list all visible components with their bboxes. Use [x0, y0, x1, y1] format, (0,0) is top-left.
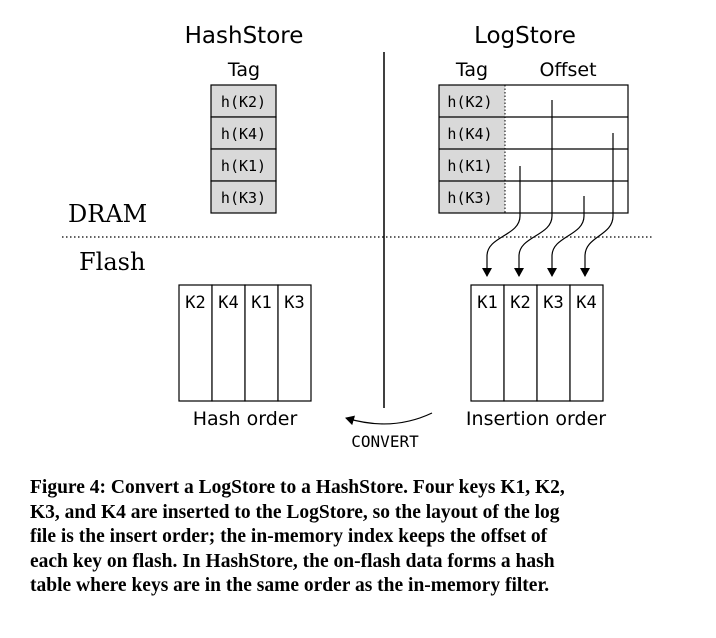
flash-label: Flash [79, 248, 145, 276]
logstore-tag-text: h(K4) [447, 125, 492, 143]
dram-label: DRAM [68, 200, 147, 228]
hashstore-flash-key: K1 [251, 293, 271, 313]
hashstore-tag-cell [210, 148, 277, 182]
caption-line: table where keys are in the same order a… [30, 575, 550, 597]
logstore-flash-key: K4 [576, 293, 596, 313]
hashstore-flash-key: K2 [185, 293, 205, 313]
offset-pointer-k3 [547, 196, 585, 277]
logstore-flash-cell [536, 284, 571, 402]
figure-caption: Figure 4: Convert a LogStore to a HashSt… [30, 476, 690, 599]
hashstore-flash-cell [277, 284, 312, 402]
logstore-tag-cell [439, 181, 505, 213]
convert-arrow [345, 412, 433, 426]
hashstore-tag-text: h(K3) [221, 189, 266, 207]
hashstore-tag-text: h(K1) [221, 157, 266, 175]
hashstore-tag-header: Tag [227, 59, 260, 81]
hash-order-label: Hash order [193, 408, 298, 430]
hashstore-flash-file: K2 K4 K1 K3 [178, 284, 312, 402]
offset-pointer-k1 [482, 166, 521, 277]
logstore-flash-cell [470, 284, 505, 402]
logstore-flash-key: K2 [510, 293, 530, 313]
caption-line: K3, and K4 are inserted to the LogStore,… [30, 501, 560, 523]
hashstore-tag-text: h(K2) [221, 93, 266, 111]
logstore-flash-file: K1 K2 K3 K4 [470, 284, 604, 402]
logstore-flash-key: K3 [543, 293, 563, 313]
logstore-index-table: h(K2) h(K4) h(K1) h(K3) [438, 84, 629, 214]
hashstore-flash-key: K3 [284, 293, 304, 313]
logstore-tag-text: h(K2) [447, 93, 492, 111]
hashstore-tag-cell [210, 180, 277, 214]
caption-line: file is the insert order; the in-memory … [30, 526, 548, 548]
hashstore-title: HashStore [185, 23, 304, 49]
logstore-flash-cell [569, 284, 604, 402]
offset-pointer-k4 [580, 133, 614, 277]
logstore-tag-text: h(K3) [447, 189, 492, 207]
offset-pointer-k2 [514, 100, 553, 277]
hashstore-flash-key: K4 [218, 293, 238, 313]
logstore-tag-cell [439, 85, 505, 117]
hashstore-tag-cell [210, 84, 277, 118]
caption-line: Figure 4: Convert a LogStore to a HashSt… [30, 477, 565, 498]
convert-label: CONVERT [351, 432, 419, 451]
convert-diagram: DRAM Flash HashStore Tag h(K2) h(K4) h(K… [62, 23, 654, 451]
caption-line: each key on flash. In HashStore, the on-… [30, 550, 555, 572]
logstore-title: LogStore [474, 23, 576, 49]
logstore-offset-header: Offset [539, 59, 596, 81]
logstore-flash-cell [503, 284, 538, 402]
hashstore-flash-cell [211, 284, 246, 402]
insertion-order-label: Insertion order [466, 408, 606, 430]
logstore-tag-header: Tag [455, 59, 488, 81]
offset-pointers [482, 100, 614, 277]
logstore-tag-text: h(K1) [447, 157, 492, 175]
logstore-tag-cell [439, 117, 505, 149]
logstore-tag-cell [439, 149, 505, 181]
hashstore-tag-text: h(K4) [221, 125, 266, 143]
hashstore-flash-cell [178, 284, 213, 402]
logstore-flash-key: K1 [477, 293, 497, 313]
hashstore-flash-cell [244, 284, 279, 402]
hashstore-tag-column: h(K2) h(K4) h(K1) h(K3) [210, 84, 277, 214]
